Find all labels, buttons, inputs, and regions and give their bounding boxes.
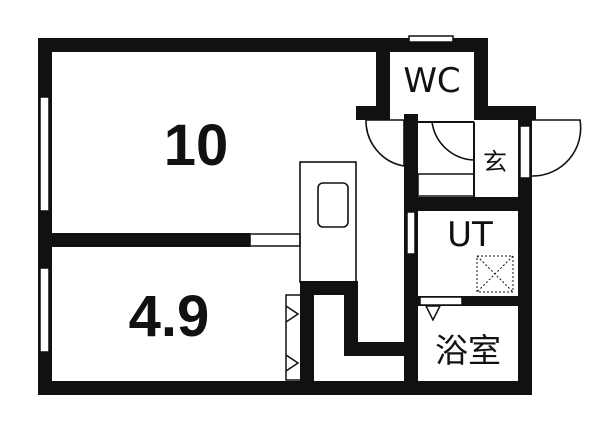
- windows: [39, 35, 454, 353]
- window-left-upper: [39, 96, 50, 212]
- wc-left-wall: [376, 38, 390, 120]
- main-room-size: 10: [164, 113, 229, 178]
- window-wc: [408, 35, 454, 43]
- washer-space: [476, 255, 514, 293]
- utility-label: UT: [447, 215, 493, 255]
- kitchen-sink: [317, 182, 349, 228]
- window-left-lower: [39, 267, 50, 353]
- door-swings: [365, 119, 582, 177]
- kitchen-wall-bottom: [300, 281, 356, 295]
- entrance-label: 玄: [483, 148, 507, 176]
- wc-label: WC: [403, 61, 460, 101]
- closet-door-upper: [285, 305, 300, 323]
- closet-top-wall: [344, 342, 410, 356]
- kitchen-counter: [299, 161, 357, 283]
- door-swing-front: [531, 119, 582, 177]
- ut-bath-wall: [404, 296, 532, 306]
- upper-ledge: [356, 106, 390, 120]
- opening-between-rooms: [249, 233, 301, 247]
- openings: [249, 125, 531, 380]
- bathroom-label: 浴室: [435, 331, 501, 370]
- entrance-bottom-wall: [404, 197, 532, 211]
- washer-box: [476, 255, 514, 293]
- bath-door-marker: [424, 305, 442, 322]
- opening-ut: [406, 211, 416, 255]
- closet: [285, 294, 303, 381]
- opening-entrance: [519, 125, 531, 179]
- entrance-step: [417, 173, 475, 197]
- second-room-size: 4.9: [129, 284, 210, 349]
- opening-closet: [356, 360, 402, 380]
- top-wall: [38, 38, 488, 52]
- closet-door-lower: [285, 354, 300, 372]
- wc-right-wall: [474, 38, 488, 114]
- bottom-wall: [38, 381, 532, 395]
- kitchen-wall-left: [300, 281, 314, 381]
- room-divider-wall: [38, 233, 250, 247]
- kitchen-wall-right: [344, 281, 358, 356]
- door-swing-wc: [431, 121, 475, 161]
- door-swing-room: [365, 119, 405, 167]
- closet-box: [285, 294, 303, 381]
- kitchen: [299, 161, 357, 283]
- opening-bath: [419, 296, 463, 306]
